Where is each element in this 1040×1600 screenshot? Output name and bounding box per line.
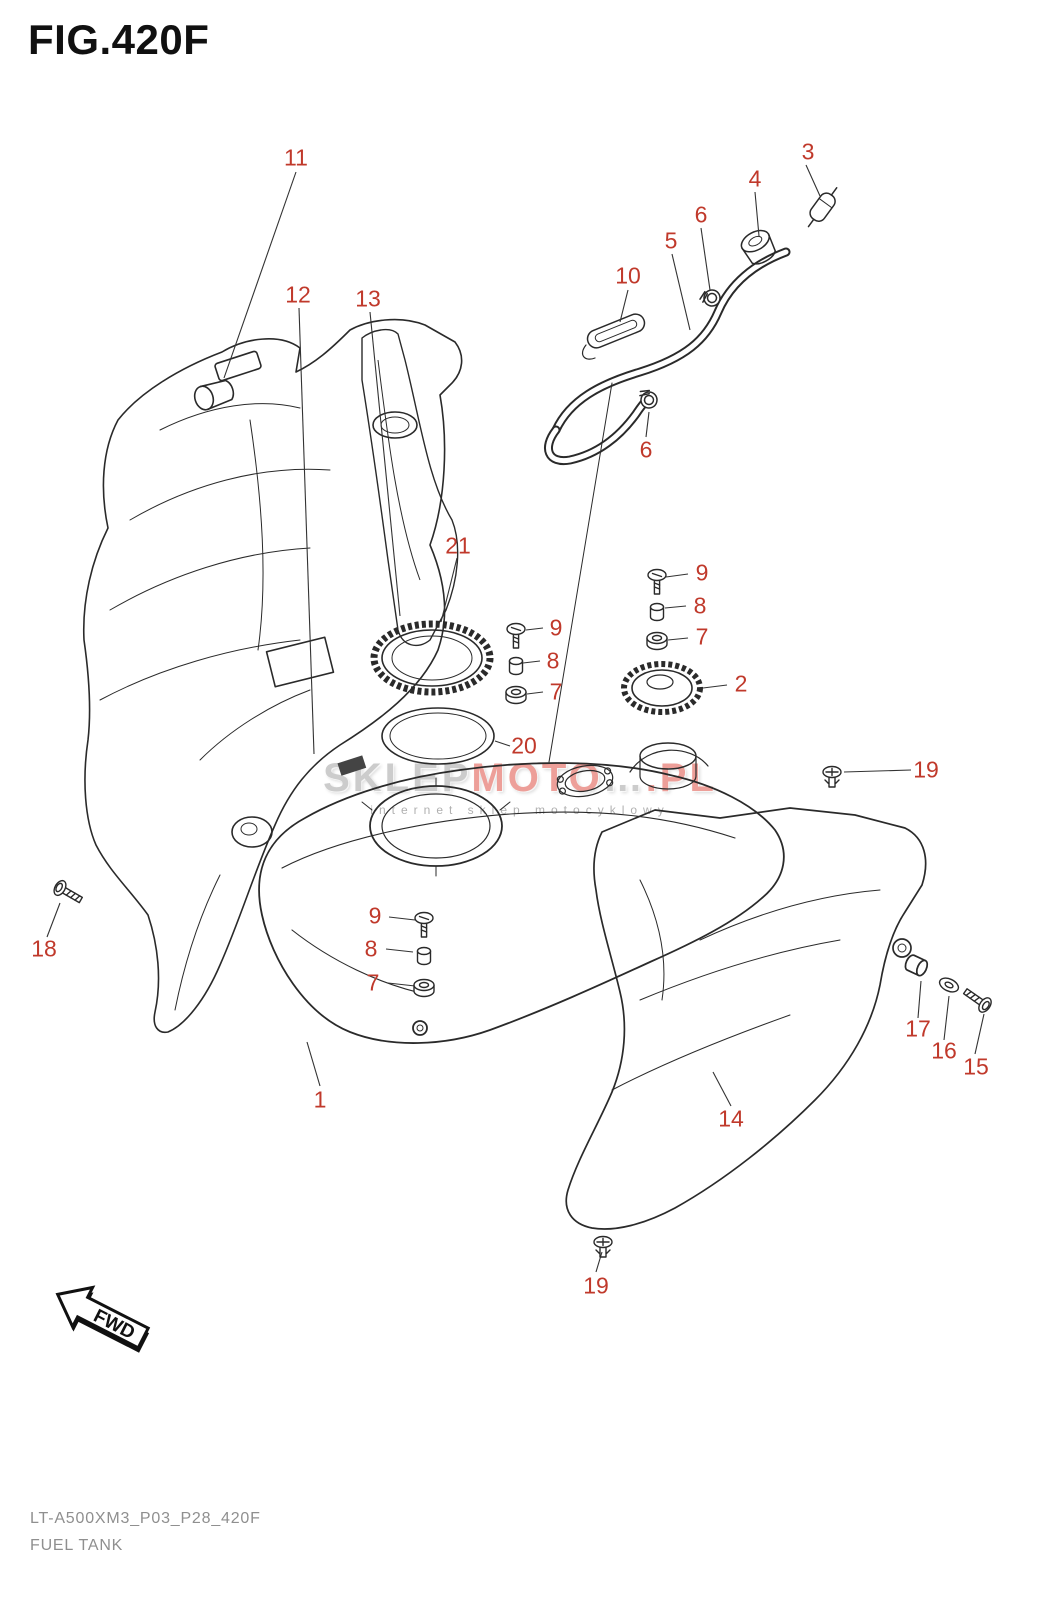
side-cover [565, 807, 927, 1230]
part-callout-20: 20 [511, 732, 537, 759]
part-callout-7: 7 [366, 969, 380, 996]
part-callout-15: 15 [963, 1053, 989, 1080]
part-callout-5: 5 [664, 227, 678, 254]
hose-fittings [582, 187, 838, 412]
pump-rings [370, 620, 495, 765]
part-callout-2: 2 [734, 670, 748, 697]
fuel-cap [621, 661, 703, 715]
part-callout-13: 13 [355, 285, 381, 312]
check-valve [807, 187, 838, 228]
part-callout-19: 19 [583, 1272, 609, 1299]
part-callout-17: 17 [905, 1015, 931, 1042]
part-callout-6: 6 [639, 436, 653, 463]
part-callout-12: 12 [285, 281, 311, 308]
part-callout-6: 6 [694, 201, 708, 228]
part-callout-9: 9 [549, 614, 563, 641]
part-callout-9: 9 [695, 559, 709, 586]
part-callout-8: 8 [693, 592, 707, 619]
fwd-arrow: FWD [38, 1266, 178, 1391]
part-callout-3: 3 [801, 138, 815, 165]
part-callout-14: 14 [718, 1105, 744, 1132]
part-callout-19: 19 [913, 756, 939, 783]
fuel-valve [740, 229, 776, 265]
footer: LT-A500XM3_P03_P28_420F FUEL TANK [30, 1510, 261, 1555]
leader-lines [46, 164, 985, 1273]
part-callout-9: 9 [368, 902, 382, 929]
figure-title: FIG.420F [28, 16, 210, 63]
part-callout-11: 11 [284, 144, 308, 171]
part-callout-4: 4 [748, 165, 762, 192]
part-callout-8: 8 [364, 935, 378, 962]
part-callout-7: 7 [695, 623, 709, 650]
fwd-arrow-shape [55, 1285, 151, 1350]
part-callout-1: 1 [313, 1086, 327, 1113]
part-callout-16: 16 [931, 1037, 957, 1064]
part-callout-10: 10 [615, 262, 641, 289]
part-callout-21: 21 [445, 532, 471, 559]
part-callout-8: 8 [546, 647, 560, 674]
part-code: LT-A500XM3_P03_P28_420F [30, 1510, 261, 1527]
figure-name: FUEL TANK [30, 1537, 124, 1554]
hose-guide [586, 313, 646, 349]
part-callout-7: 7 [549, 678, 563, 705]
mounting-bracket [361, 328, 459, 647]
fuel-tank [258, 742, 785, 1044]
part-callout-18: 18 [31, 935, 57, 962]
